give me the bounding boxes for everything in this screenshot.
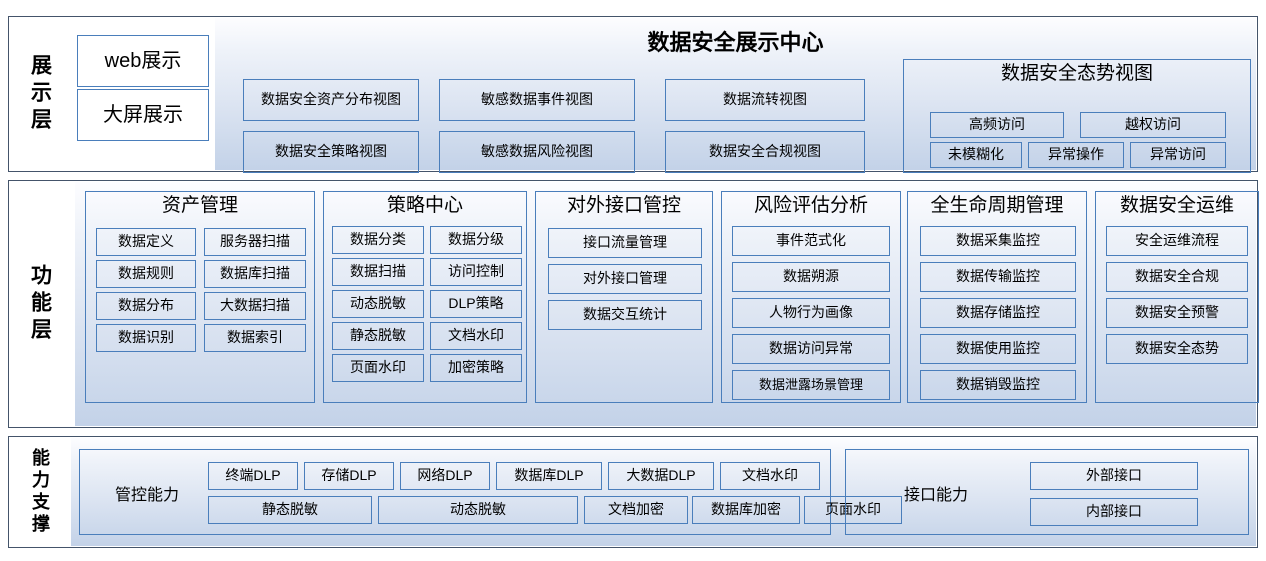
group-security-operations: 数据安全运维 安全运维流程 数据安全合规 数据安全预警 数据安全态势 xyxy=(1095,191,1259,403)
fn-document-watermark[interactable]: 文档水印 xyxy=(430,322,522,350)
fn-server-scan[interactable]: 服务器扫描 xyxy=(204,228,306,256)
group-policy-center-title: 策略中心 xyxy=(386,195,463,216)
function-layer-background xyxy=(75,182,1256,426)
display-layer: 展示层 数据安全展示中心 web展示 大屏展示 数据安全资产分布视图 数据安全策… xyxy=(8,16,1258,173)
cap-endpoint-dlp[interactable]: 终端DLP xyxy=(208,462,298,490)
fn-data-distribution[interactable]: 数据分布 xyxy=(96,292,196,320)
support-layer-background xyxy=(71,438,1256,546)
fn-data-leak-scenario-management[interactable]: 数据泄露场景管理 xyxy=(732,370,890,400)
cap-internal-interface[interactable]: 内部接口 xyxy=(1030,498,1198,526)
fn-data-rule[interactable]: 数据规则 xyxy=(96,260,196,288)
card-interface-capability: 接口能力 外部接口 内部接口 xyxy=(845,449,1249,535)
cap-static-masking[interactable]: 静态脱敏 xyxy=(208,496,372,524)
fn-bigdata-scan[interactable]: 大数据扫描 xyxy=(204,292,306,320)
fn-data-lineage[interactable]: 数据朔源 xyxy=(732,262,890,292)
fn-data-definition[interactable]: 数据定义 xyxy=(96,228,196,256)
fn-data-security-compliance[interactable]: 数据安全合规 xyxy=(1106,262,1248,292)
fn-data-scan[interactable]: 数据扫描 xyxy=(332,258,424,286)
fn-storage-monitoring[interactable]: 数据存储监控 xyxy=(920,298,1076,328)
fn-data-security-posture[interactable]: 数据安全态势 xyxy=(1106,334,1248,364)
situation-unmasked[interactable]: 未模糊化 xyxy=(930,142,1022,168)
fn-page-watermark[interactable]: 页面水印 xyxy=(332,354,424,382)
cap-document-watermark[interactable]: 文档水印 xyxy=(720,462,820,490)
group-external-interface-control: 对外接口管控 接口流量管理 对外接口管理 数据交互统计 xyxy=(535,191,713,403)
group-risk-assessment-analysis-title: 风险评估分析 xyxy=(753,195,868,216)
cap-document-encryption[interactable]: 文档加密 xyxy=(584,496,688,524)
fn-data-security-alert[interactable]: 数据安全预警 xyxy=(1106,298,1248,328)
view-data-flow[interactable]: 数据流转视图 xyxy=(665,79,865,121)
display-channel-web[interactable]: web展示 xyxy=(77,35,209,87)
function-layer: 功能层 资产管理 数据定义 数据规则 数据分布 数据识别 服务器扫描 数据库扫描… xyxy=(8,180,1259,428)
support-layer-label-text: 能力支撑 xyxy=(30,448,50,536)
support-layer: 能力支撑 管控能力 终端DLP 存储DLP 网络DLP 数据库DLP 大数据DL… xyxy=(8,436,1258,548)
fn-data-index[interactable]: 数据索引 xyxy=(204,324,306,352)
fn-event-normalization[interactable]: 事件范式化 xyxy=(732,226,890,256)
group-risk-assessment-analysis: 风险评估分析 事件范式化 数据朔源 人物行为画像 数据访问异常 数据泄露场景管理 xyxy=(721,191,901,403)
display-center-title: 数据安全展示中心 xyxy=(647,30,824,55)
group-asset-management-title: 资产管理 xyxy=(161,195,238,216)
fn-data-identification[interactable]: 数据识别 xyxy=(96,324,196,352)
fn-encryption-policy[interactable]: 加密策略 xyxy=(430,354,522,382)
fn-abnormal-data-access[interactable]: 数据访问异常 xyxy=(732,334,890,364)
control-capability-title: 管控能力 xyxy=(114,487,179,504)
fn-interface-traffic-management[interactable]: 接口流量管理 xyxy=(548,228,702,258)
function-layer-label-text: 功能层 xyxy=(28,263,52,345)
display-channel-bigscreen[interactable]: 大屏展示 xyxy=(77,89,209,141)
fn-database-scan[interactable]: 数据库扫描 xyxy=(204,260,306,288)
interface-capability-title: 接口能力 xyxy=(903,487,968,504)
fn-static-masking[interactable]: 静态脱敏 xyxy=(332,322,424,350)
display-layer-label: 展示层 xyxy=(9,17,71,171)
situation-abnormal-access[interactable]: 异常访问 xyxy=(1130,142,1226,168)
situation-privilege-escalation-access[interactable]: 越权访问 xyxy=(1080,112,1226,138)
group-lifecycle-management: 全生命周期管理 数据采集监控 数据传输监控 数据存储监控 数据使用监控 数据销毁… xyxy=(907,191,1087,403)
fn-dynamic-masking[interactable]: 动态脱敏 xyxy=(332,290,424,318)
cap-dynamic-masking[interactable]: 动态脱敏 xyxy=(378,496,578,524)
view-asset-distribution[interactable]: 数据安全资产分布视图 xyxy=(243,79,419,121)
fn-external-interface-management[interactable]: 对外接口管理 xyxy=(548,264,702,294)
fn-data-grading[interactable]: 数据分级 xyxy=(430,226,522,254)
fn-data-interaction-statistics[interactable]: 数据交互统计 xyxy=(548,300,702,330)
group-security-operations-title: 数据安全运维 xyxy=(1119,195,1234,216)
fn-user-behavior-profile[interactable]: 人物行为画像 xyxy=(732,298,890,328)
situation-view-group: 数据安全态势视图 高频访问 越权访问 未模糊化 异常操作 异常访问 xyxy=(903,59,1251,173)
group-policy-center: 策略中心 数据分类 数据扫描 动态脱敏 静态脱敏 页面水印 数据分级 访问控制 … xyxy=(323,191,527,403)
view-security-policy[interactable]: 数据安全策略视图 xyxy=(243,131,419,173)
fn-collection-monitoring[interactable]: 数据采集监控 xyxy=(920,226,1076,256)
view-sensitive-event[interactable]: 敏感数据事件视图 xyxy=(439,79,635,121)
cap-external-interface[interactable]: 外部接口 xyxy=(1030,462,1198,490)
cap-storage-dlp[interactable]: 存储DLP xyxy=(304,462,394,490)
group-asset-management: 资产管理 数据定义 数据规则 数据分布 数据识别 服务器扫描 数据库扫描 大数据… xyxy=(85,191,315,403)
cap-network-dlp[interactable]: 网络DLP xyxy=(400,462,490,490)
situation-view-title: 数据安全态势视图 xyxy=(1000,63,1153,84)
fn-secure-ops-process[interactable]: 安全运维流程 xyxy=(1106,226,1248,256)
display-layer-label-text: 展示层 xyxy=(28,53,52,135)
fn-access-control[interactable]: 访问控制 xyxy=(430,258,522,286)
fn-transmission-monitoring[interactable]: 数据传输监控 xyxy=(920,262,1076,292)
fn-usage-monitoring[interactable]: 数据使用监控 xyxy=(920,334,1076,364)
group-external-interface-control-title: 对外接口管控 xyxy=(566,195,681,216)
support-layer-label: 能力支撑 xyxy=(9,437,71,547)
card-control-capability: 管控能力 终端DLP 存储DLP 网络DLP 数据库DLP 大数据DLP 文档水… xyxy=(79,449,902,535)
display-layer-background xyxy=(215,18,1256,170)
fn-dlp-policy[interactable]: DLP策略 xyxy=(430,290,522,318)
situation-abnormal-operation[interactable]: 异常操作 xyxy=(1028,142,1124,168)
fn-data-classification[interactable]: 数据分类 xyxy=(332,226,424,254)
function-layer-label: 功能层 xyxy=(9,181,71,427)
fn-destruction-monitoring[interactable]: 数据销毁监控 xyxy=(920,370,1076,400)
view-compliance[interactable]: 数据安全合规视图 xyxy=(665,131,865,173)
cap-database-dlp[interactable]: 数据库DLP xyxy=(496,462,602,490)
cap-page-watermark[interactable]: 页面水印 xyxy=(804,496,902,524)
cap-bigdata-dlp[interactable]: 大数据DLP xyxy=(608,462,714,490)
group-lifecycle-management-title: 全生命周期管理 xyxy=(930,195,1064,216)
cap-database-encryption[interactable]: 数据库加密 xyxy=(692,496,800,524)
view-sensitive-risk[interactable]: 敏感数据风险视图 xyxy=(439,131,635,173)
situation-high-frequency-access[interactable]: 高频访问 xyxy=(930,112,1064,138)
